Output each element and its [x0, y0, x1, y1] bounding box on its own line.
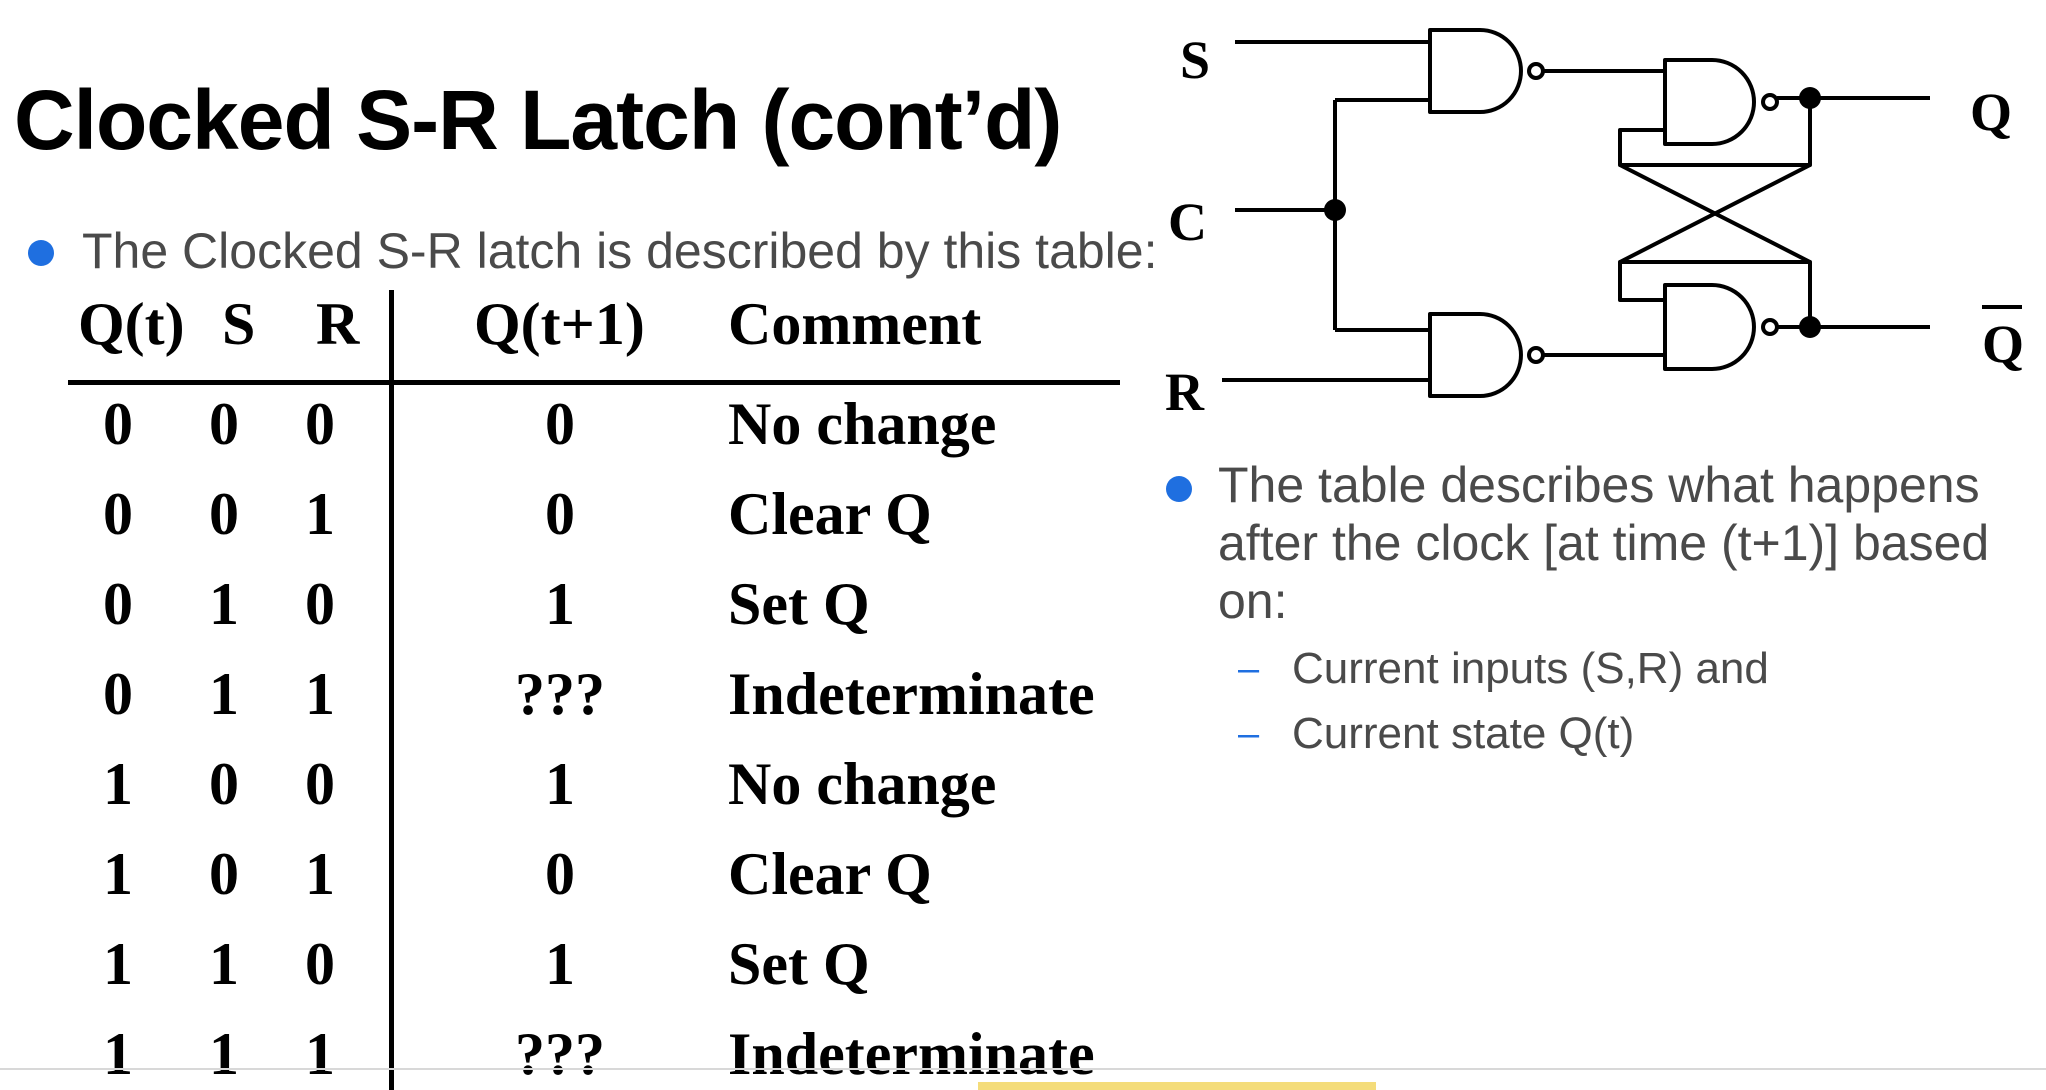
right-bullet-line-2: after the clock [at time (t+1)] based	[1218, 515, 1990, 571]
nand-bubble-1	[1527, 62, 1545, 80]
table-cell: 1	[305, 841, 335, 907]
label-s: S	[1180, 30, 1210, 90]
label-r: R	[1165, 362, 1205, 422]
table-cell: 0	[209, 391, 239, 457]
nand-bubble-4	[1761, 318, 1779, 336]
table-cell: 1	[305, 1021, 335, 1087]
table-cell-comment: No change	[728, 751, 997, 817]
table-divider	[389, 290, 394, 1090]
table-cell: 1	[305, 661, 335, 727]
table-cell: 1	[209, 571, 239, 637]
dash-marker: –	[1238, 713, 1260, 755]
header-qt: Q(t)	[78, 291, 185, 357]
table-cell: 1	[545, 931, 575, 997]
nand-gate-2	[1428, 312, 1523, 398]
junction-q	[1799, 87, 1821, 109]
table-cell: 1	[209, 1021, 239, 1087]
table-cell: 0	[305, 931, 335, 997]
table-cell: 0	[103, 571, 133, 637]
table-cell-comment: Indeterminate	[728, 1021, 1095, 1087]
table-cell: 0	[545, 841, 575, 907]
bottom-accent-bar	[978, 1082, 1376, 1090]
sub-bullet-1: Current inputs (S,R) and	[1292, 644, 1769, 693]
header-qt1: Q(t+1)	[474, 291, 645, 357]
table-cell: 0	[305, 571, 335, 637]
label-qbar: Q	[1982, 314, 2024, 374]
bottom-divider	[0, 1068, 2046, 1070]
table-cell: 0	[209, 841, 239, 907]
table-cell: 0	[545, 481, 575, 547]
table-cell: 0	[305, 751, 335, 817]
table-cell: 1	[103, 931, 133, 997]
slide-title: Clocked S-R Latch (cont’d)	[14, 73, 1062, 167]
table-cell-comment: Clear Q	[728, 481, 932, 547]
table-cell-comment: No change	[728, 391, 997, 457]
label-c: C	[1168, 192, 1207, 252]
table-cell: 1	[103, 751, 133, 817]
circuit-diagram: S C R Q Q	[1165, 28, 2024, 422]
sub-bullet-2: Current state Q(t)	[1292, 709, 1635, 758]
nand-bubble-2	[1527, 346, 1545, 364]
table-cell: 0	[209, 481, 239, 547]
table-cell: 0	[545, 391, 575, 457]
table-cell: 0	[209, 751, 239, 817]
right-bullet-line-3: on:	[1218, 573, 1288, 629]
nand-bubble-3	[1761, 93, 1779, 111]
table-cell: 1	[103, 1021, 133, 1087]
nand-gate-3	[1663, 58, 1756, 146]
junction-qbar	[1799, 316, 1821, 338]
nand-gate-4	[1663, 283, 1756, 371]
header-comment: Comment	[728, 291, 982, 357]
label-q: Q	[1970, 82, 2012, 142]
table-cell: 0	[103, 391, 133, 457]
header-r: R	[316, 291, 360, 357]
table-cell: 0	[103, 661, 133, 727]
table-cell: 1	[103, 841, 133, 907]
table-cell: 1	[545, 751, 575, 817]
bullet-dot	[1166, 476, 1192, 502]
table-cell: 0	[103, 481, 133, 547]
table-cell: 1	[209, 661, 239, 727]
table-cell-comment: Set Q	[728, 931, 870, 997]
feedback-qbar	[1618, 260, 1812, 327]
table-header-rule	[68, 380, 1120, 385]
dash-marker: –	[1238, 648, 1260, 690]
nand-gate-1	[1428, 28, 1523, 114]
table-cell: 1	[209, 931, 239, 997]
table-cell-comment: Set Q	[728, 571, 870, 637]
feedback-q	[1618, 98, 1812, 167]
table-cell: 1	[545, 571, 575, 637]
table-cell: ???	[515, 1021, 605, 1087]
table-cell: ???	[515, 661, 605, 727]
feedback-cross-2	[1619, 163, 1811, 264]
table-cell: 0	[305, 391, 335, 457]
bullet-dot	[28, 240, 54, 266]
table-cell: 1	[305, 481, 335, 547]
left-bullet-text: The Clocked S-R latch is described by th…	[82, 223, 1158, 279]
header-s: S	[222, 291, 256, 357]
table-cell-comment: Indeterminate	[728, 661, 1095, 727]
table-cell-comment: Clear Q	[728, 841, 932, 907]
right-bullet-line-1: The table describes what happens	[1218, 457, 1980, 513]
junction-c	[1324, 199, 1346, 221]
